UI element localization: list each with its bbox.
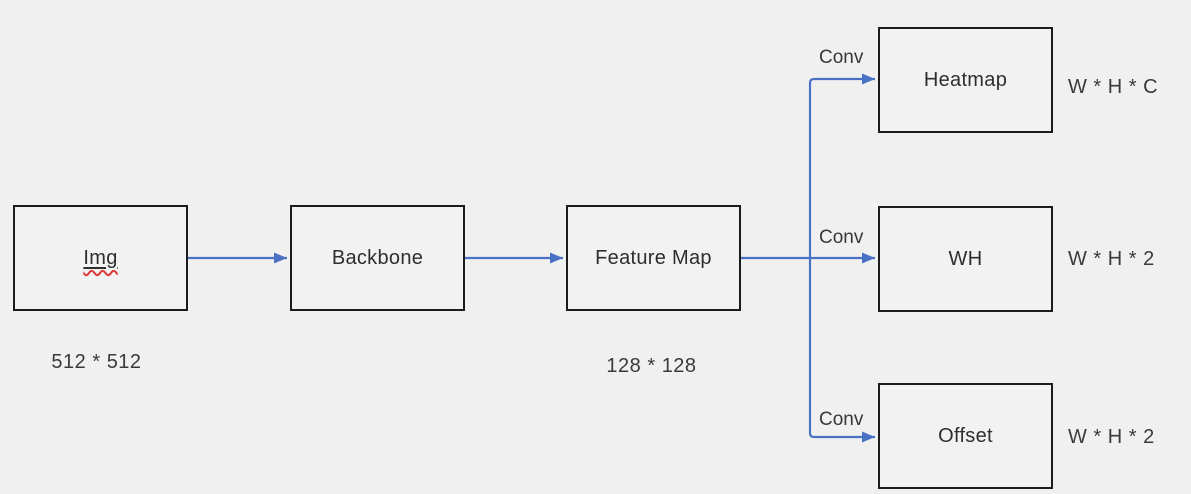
node-wh: WH xyxy=(878,206,1053,312)
node-backbone-label: Backbone xyxy=(331,246,424,269)
node-feature-map-label: Feature Map xyxy=(595,246,712,269)
wh-output-shape: W * H * 2 xyxy=(1068,248,1155,270)
node-backbone: Backbone xyxy=(290,205,465,311)
node-heatmap: Heatmap xyxy=(878,27,1053,133)
conv-label-heatmap: Conv xyxy=(819,47,864,68)
edge-branch-to-offset xyxy=(808,258,875,443)
offset-output-shape: W * H * 2 xyxy=(1068,426,1155,448)
conv-label-wh: Conv xyxy=(819,227,864,248)
node-wh-label: WH xyxy=(948,247,983,270)
node-offset: Offset xyxy=(878,383,1053,489)
node-img-label-text: Img xyxy=(83,246,118,269)
feature-map-size-annotation: 128 * 128 xyxy=(606,355,697,377)
conv-label-offset: Conv xyxy=(819,409,864,430)
node-img: Img xyxy=(13,205,188,311)
img-size-annotation: 512 * 512 xyxy=(51,351,142,373)
node-heatmap-label: Heatmap xyxy=(923,68,1008,91)
node-offset-label: Offset xyxy=(938,424,993,447)
heatmap-output-shape: W * H * C xyxy=(1068,76,1159,98)
node-feature-map: Feature Map xyxy=(566,205,741,311)
node-img-label: Img xyxy=(83,247,117,270)
edge-branch-to-heatmap xyxy=(808,73,875,258)
